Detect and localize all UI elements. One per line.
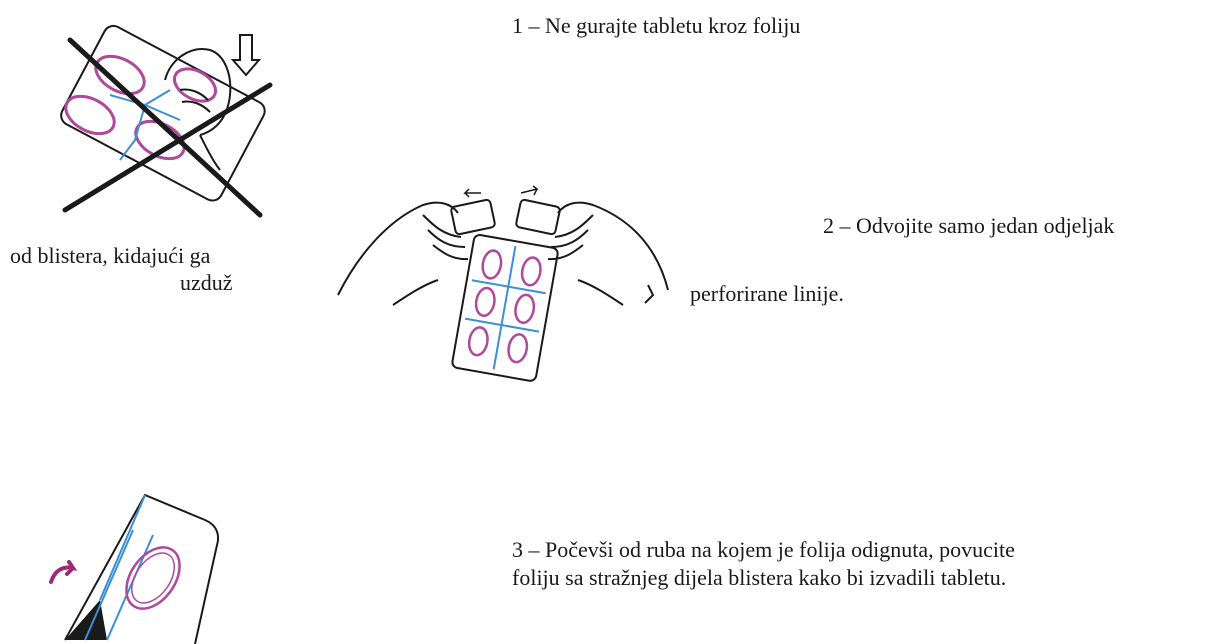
- perforation-lines: [109, 89, 181, 161]
- pull-apart-arrows-icon: [463, 185, 539, 198]
- cross-out-x-icon: [62, 37, 273, 218]
- blister-card-outline: [451, 233, 559, 382]
- thumb-pressing: [164, 48, 232, 171]
- step-2-instruction: 2 – Odvojite samo jedan odjeljak: [823, 213, 1115, 238]
- left-hand: [337, 201, 469, 306]
- remaining-compartment: [515, 198, 561, 236]
- step-3-instruction-line-1: 3 – Počevši od ruba na kojem je folija o…: [512, 537, 1015, 562]
- step-1-instruction: 1 – Ne gurajte tabletu kroz foliju: [512, 13, 801, 38]
- right-hand: [547, 201, 669, 306]
- peeled-foil-corner: [65, 600, 107, 640]
- compartment-outline: [64, 493, 220, 644]
- push-through-foil-crossed-illustration: [60, 24, 273, 218]
- tear-compartment-illustration: [337, 185, 669, 382]
- blister-perforations: [464, 246, 546, 370]
- blister-strip-outline: [60, 24, 266, 202]
- tablet-inner-outline: [130, 552, 176, 604]
- tablet-outline: [125, 546, 181, 610]
- step-3-instruction-line-2: foliju sa stražnjeg dijela blistera kako…: [512, 565, 1007, 590]
- foil-edge-lines: [84, 494, 154, 641]
- blister-tablets: [467, 249, 542, 364]
- separated-compartment: [450, 198, 496, 236]
- side-note-line-1: od blistera, kidajući ga: [10, 243, 211, 268]
- down-arrow-icon: [230, 34, 262, 77]
- side-note-line-2: uzduž: [180, 270, 233, 295]
- peel-foil-illustration: [49, 493, 220, 644]
- step-2-continuation: perforirane linije.: [690, 281, 844, 306]
- peel-arrow-icon: [49, 560, 78, 584]
